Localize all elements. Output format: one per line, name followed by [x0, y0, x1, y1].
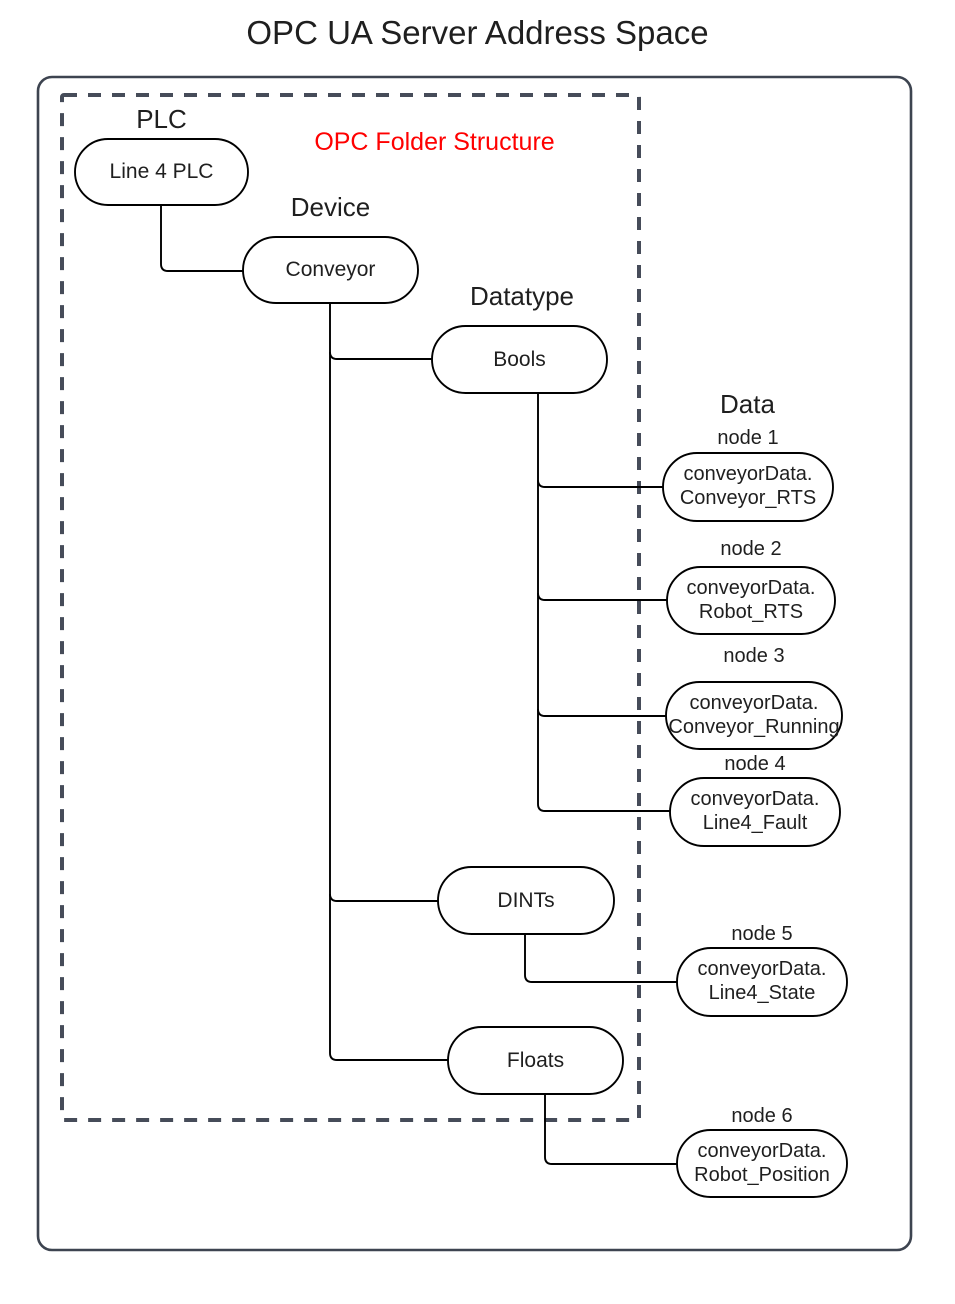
node-1-line-2: Conveyor_RTS: [679, 487, 817, 509]
node-label-floats: Floats: [506, 1048, 565, 1072]
edge-plc-to-conveyor: [160, 205, 243, 272]
edge-bools-trunk: [537, 393, 670, 812]
edge-conveyor-to-dints: [329, 893, 438, 902]
node-3-line-1: conveyorData.: [689, 691, 819, 714]
group-label-data: Data: [720, 389, 775, 419]
node-text-node-1: conveyorData. Conveyor_RTS: [663, 453, 833, 521]
node-shape-node-4[interactable]: [669, 777, 841, 847]
node-shape-line4-plc[interactable]: [74, 138, 249, 206]
node-text-node-3: conveyorData. Conveyor_Running: [666, 682, 842, 749]
node-6-line-2: Robot_Position: [694, 1163, 830, 1186]
edge-floats-to-node6: [544, 1094, 677, 1165]
opc-folder-structure-label: OPC Folder Structure: [314, 128, 555, 156]
node-2-line-2: Robot_RTS: [698, 600, 804, 623]
node-6-line-1: conveyorData.: [697, 1139, 827, 1162]
node-label-conveyor: Conveyor: [285, 258, 376, 281]
edge-conveyor-trunk: [329, 303, 448, 1061]
node-label-bools: Bools: [493, 347, 546, 371]
node-text-node-4: conveyorData. Line4_Fault: [670, 778, 840, 846]
group-label-plc: PLC: [136, 104, 187, 134]
node-caption-node-5: node 5: [731, 923, 793, 945]
node-4-line-2: Line4_Fault: [702, 812, 808, 834]
node-shape-node-5[interactable]: [676, 947, 848, 1017]
edge-bools-to-node2: [537, 592, 667, 601]
node-shape-conveyor[interactable]: [242, 236, 419, 304]
node-shape-dints[interactable]: [437, 866, 615, 935]
node-2-line-1: conveyorData.: [686, 576, 816, 599]
node-shape-floats[interactable]: [447, 1026, 624, 1095]
node-shape-node-6[interactable]: [676, 1129, 848, 1198]
edge-conveyor-to-bools: [329, 351, 432, 360]
node-shape-bools[interactable]: [431, 325, 608, 394]
node-caption-node-6: node 6: [731, 1105, 793, 1127]
page-title: OPC UA Server Address Space: [246, 14, 709, 51]
node-text-node-2: conveyorData. Robot_RTS: [667, 567, 835, 634]
node-3-line-2: Conveyor_Running: [668, 715, 840, 738]
opc-folder-structure-boundary: [60, 93, 641, 1122]
node-label-line4-plc: Line 4 PLC: [109, 160, 214, 183]
node-caption-node-2: node 2: [720, 538, 782, 560]
node-shape-node-3[interactable]: [665, 681, 843, 750]
node-caption-node-3: node 3: [723, 645, 785, 667]
edge-bools-to-node1: [537, 479, 663, 488]
server-address-space-container: [36, 75, 913, 1252]
node-shape-node-2[interactable]: [666, 566, 836, 635]
node-5-line-1: conveyorData.: [697, 958, 827, 981]
group-label-device: Device: [290, 192, 371, 222]
group-label-datatype: Datatype: [469, 281, 575, 311]
node-caption-node-1: node 1: [717, 427, 779, 449]
node-5-line-2: Line4_State: [708, 982, 816, 1004]
node-caption-node-4: node 4: [724, 753, 786, 775]
node-text-node-6: conveyorData. Robot_Position: [677, 1130, 847, 1197]
node-shape-node-1[interactable]: [662, 452, 834, 522]
edge-bools-to-node3: [537, 708, 666, 717]
edge-dints-to-node5: [524, 934, 677, 983]
node-label-dints: DINTs: [497, 888, 555, 912]
node-text-node-5: conveyorData. Line4_State: [677, 948, 847, 1016]
node-4-line-1: conveyorData.: [690, 788, 820, 811]
node-1-line-1: conveyorData.: [683, 463, 813, 486]
